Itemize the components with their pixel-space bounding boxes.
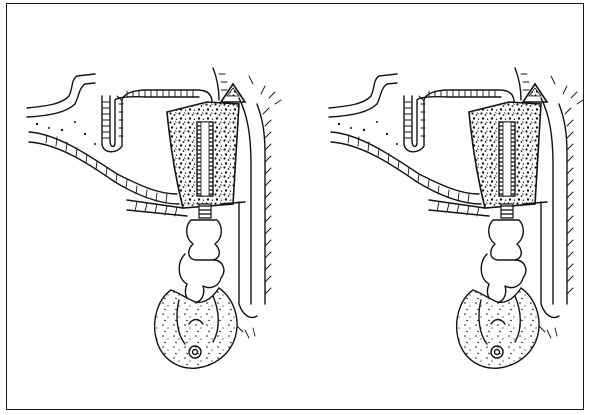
panel-left-drawing: [27, 68, 281, 368]
panel-right-drawing: [329, 68, 583, 368]
crown: [187, 220, 222, 260]
floor-hatching: [46, 135, 167, 202]
mandible-section: [155, 288, 237, 368]
cheek-hatching: [237, 76, 281, 338]
dental-illustration: [7, 4, 585, 411]
floor-dots: [36, 121, 96, 145]
figure-frame: [6, 3, 584, 410]
